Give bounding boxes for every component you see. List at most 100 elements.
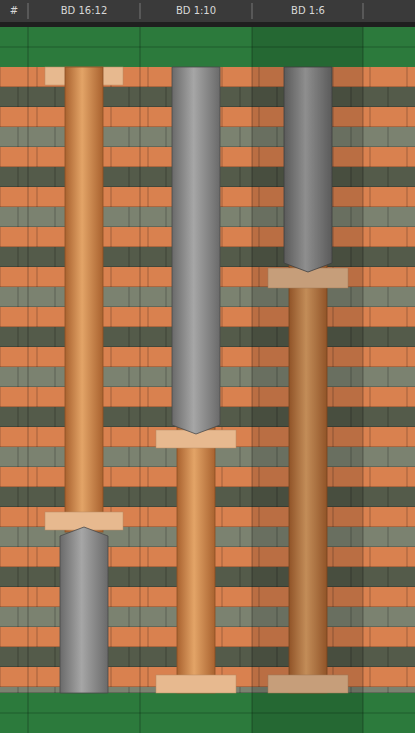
- brick-seam: [240, 207, 241, 227]
- brick-seam: [222, 187, 223, 207]
- brick-seam: [222, 507, 223, 527]
- brick-seam: [240, 127, 241, 147]
- column-header: BD 1:6: [291, 0, 325, 22]
- brick-seam: [240, 167, 241, 187]
- brick-seam: [370, 347, 371, 367]
- brick-seam: [18, 87, 19, 107]
- brick-seam: [0, 427, 1, 447]
- brick-seam: [240, 247, 241, 267]
- brick-seam: [222, 587, 223, 607]
- brick-seam: [111, 587, 112, 607]
- brick-seam: [0, 347, 1, 367]
- brick-seam: [129, 287, 130, 307]
- brick-seam: [240, 487, 241, 507]
- column-header: BD 1:10: [176, 0, 216, 22]
- brick-seam: [18, 607, 19, 627]
- brick-seam: [111, 307, 112, 327]
- brick-seam: [370, 187, 371, 207]
- brick-seam: [222, 147, 223, 167]
- brick-seam: [37, 187, 38, 207]
- brick-seam: [407, 427, 408, 447]
- brick-seam: [18, 367, 19, 387]
- brick-seam: [407, 67, 408, 87]
- column-header: BD 16:12: [61, 0, 108, 22]
- brick-seam: [55, 207, 56, 227]
- brick-seam: [370, 67, 371, 87]
- brick-seam: [18, 287, 19, 307]
- brick-seam: [37, 387, 38, 407]
- brick-seam: [129, 647, 130, 667]
- brick-seam: [222, 227, 223, 247]
- brick-seam: [148, 107, 149, 127]
- header-rule: [0, 22, 415, 27]
- brick-seam: [111, 427, 112, 447]
- brick-seam: [166, 367, 167, 387]
- brick-seam: [55, 327, 56, 347]
- brick-seam: [407, 627, 408, 647]
- brick-seam: [148, 587, 149, 607]
- brick-seam: [129, 207, 130, 227]
- brick-seam: [37, 587, 38, 607]
- drill-string: [172, 67, 220, 434]
- brick-seam: [388, 407, 389, 427]
- column-shade: [252, 27, 363, 733]
- brick-seam: [111, 227, 112, 247]
- brick-seam: [18, 647, 19, 667]
- index-header: #: [10, 0, 18, 22]
- brick-seam: [370, 387, 371, 407]
- brick-seam: [407, 147, 408, 167]
- brick-seam: [166, 327, 167, 347]
- brick-seam: [18, 247, 19, 267]
- brick-seam: [407, 587, 408, 607]
- casing-pipe: [65, 67, 103, 532]
- brick-seam: [129, 447, 130, 467]
- brick-seam: [37, 147, 38, 167]
- brick-seam: [129, 247, 130, 267]
- brick-seam: [129, 487, 130, 507]
- brick-seam: [388, 247, 389, 267]
- brick-seam: [55, 167, 56, 187]
- brick-seam: [240, 327, 241, 347]
- brick-seam: [0, 227, 1, 247]
- brick-seam: [0, 467, 1, 487]
- brick-seam: [55, 447, 56, 467]
- brick-seam: [222, 547, 223, 567]
- brick-seam: [55, 127, 56, 147]
- column-divider: [28, 27, 29, 733]
- brick-seam: [388, 567, 389, 587]
- brick-seam: [370, 267, 371, 287]
- brick-seam: [222, 307, 223, 327]
- brick-seam: [240, 567, 241, 587]
- brick-seam: [240, 407, 241, 427]
- brick-seam: [388, 487, 389, 507]
- brick-seam: [148, 427, 149, 447]
- brick-seam: [18, 327, 19, 347]
- brick-seam: [407, 547, 408, 567]
- brick-seam: [240, 87, 241, 107]
- brick-seam: [55, 647, 56, 667]
- brick-seam: [111, 147, 112, 167]
- brick-seam: [166, 447, 167, 467]
- brick-seam: [222, 347, 223, 367]
- brick-seam: [222, 267, 223, 287]
- brick-seam: [129, 567, 130, 587]
- brick-seam: [407, 467, 408, 487]
- brick-seam: [55, 287, 56, 307]
- brick-seam: [0, 147, 1, 167]
- brick-seam: [407, 667, 408, 687]
- brick-seam: [166, 567, 167, 587]
- brick-seam: [0, 547, 1, 567]
- brick-seam: [407, 387, 408, 407]
- brick-seam: [388, 527, 389, 547]
- brick-seam: [111, 667, 112, 687]
- brick-seam: [388, 207, 389, 227]
- brick-seam: [240, 647, 241, 667]
- brick-seam: [55, 247, 56, 267]
- brick-seam: [55, 567, 56, 587]
- brick-seam: [0, 267, 1, 287]
- brick-seam: [0, 587, 1, 607]
- brick-seam: [111, 547, 112, 567]
- brick-seam: [222, 67, 223, 87]
- brick-seam: [370, 427, 371, 447]
